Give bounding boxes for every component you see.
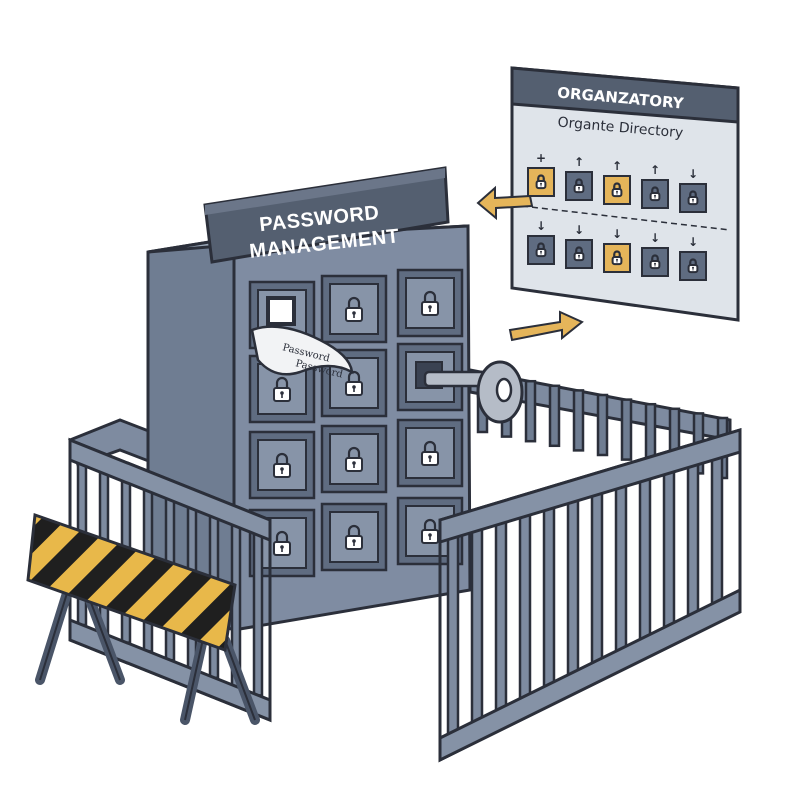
padlock-icon	[573, 178, 585, 194]
padlock-icon	[687, 258, 699, 274]
padlock-icon	[535, 174, 547, 190]
padlock-icon	[273, 376, 291, 402]
padlock-icon	[273, 452, 291, 478]
padlock-icon	[421, 290, 439, 316]
password-paper-slip: Password Password	[250, 325, 354, 381]
key-icon	[423, 360, 524, 424]
directory-lock-tile: ↓	[603, 227, 631, 273]
directory-arrow-icon: ↓	[688, 167, 698, 181]
padlock-icon	[611, 182, 623, 198]
padlock-icon	[421, 518, 439, 544]
directory-arrow-icon: ↑	[574, 155, 584, 169]
padlock-icon	[687, 190, 699, 206]
locker-door	[248, 430, 316, 500]
locker-door	[320, 274, 388, 344]
locker-door	[320, 424, 388, 494]
directory-lock-tile: ↓	[641, 231, 669, 277]
locker-door	[396, 268, 464, 338]
padlock-icon	[345, 296, 363, 322]
directory-arrow-icon: +	[536, 151, 546, 165]
padlock-icon	[345, 524, 363, 550]
locker-door	[320, 502, 388, 572]
padlock-icon	[273, 530, 291, 556]
directory-arrow-icon: ↓	[612, 227, 622, 241]
padlock-icon	[573, 246, 585, 262]
padlock-icon	[649, 186, 661, 202]
arrow-left-icon	[476, 185, 534, 221]
directory-lock-tile: ↓	[679, 235, 707, 281]
padlock-icon	[649, 254, 661, 270]
directory-lock-tile: ↓	[527, 219, 555, 265]
organizatory-directory-panel: ORGANZATORY Organte Directory +↑↑↑↓↓↓↓↓↓	[510, 66, 740, 322]
directory-lock-tile: ↑	[565, 155, 593, 201]
locker-door	[396, 418, 464, 488]
padlock-icon	[535, 242, 547, 258]
front-fence-right	[438, 427, 742, 763]
arrow-right-icon	[508, 310, 584, 342]
directory-arrow-icon: ↑	[612, 159, 622, 173]
directory-lock-tile: ↓	[565, 223, 593, 269]
padlock-icon	[345, 446, 363, 472]
directory-arrow-icon: ↓	[688, 235, 698, 249]
directory-arrow-icon: ↓	[574, 223, 584, 237]
padlock-icon	[611, 250, 623, 266]
padlock-icon	[345, 370, 363, 396]
password-management-sign: PASSWORD MANAGEMENT	[203, 166, 450, 264]
directory-lock-tile: +	[527, 151, 555, 197]
directory-lock-tile: ↓	[679, 167, 707, 213]
locker-door	[320, 348, 388, 418]
barricade-icon	[26, 512, 260, 725]
directory-lock-tile: ↑	[603, 159, 631, 205]
directory-lock-tile: ↑	[641, 163, 669, 209]
directory-arrow-icon: ↑	[650, 163, 660, 177]
padlock-icon	[421, 440, 439, 466]
directory-arrow-icon: ↓	[536, 219, 546, 233]
directory-arrow-icon: ↓	[650, 231, 660, 245]
password-cabinet	[146, 224, 472, 633]
